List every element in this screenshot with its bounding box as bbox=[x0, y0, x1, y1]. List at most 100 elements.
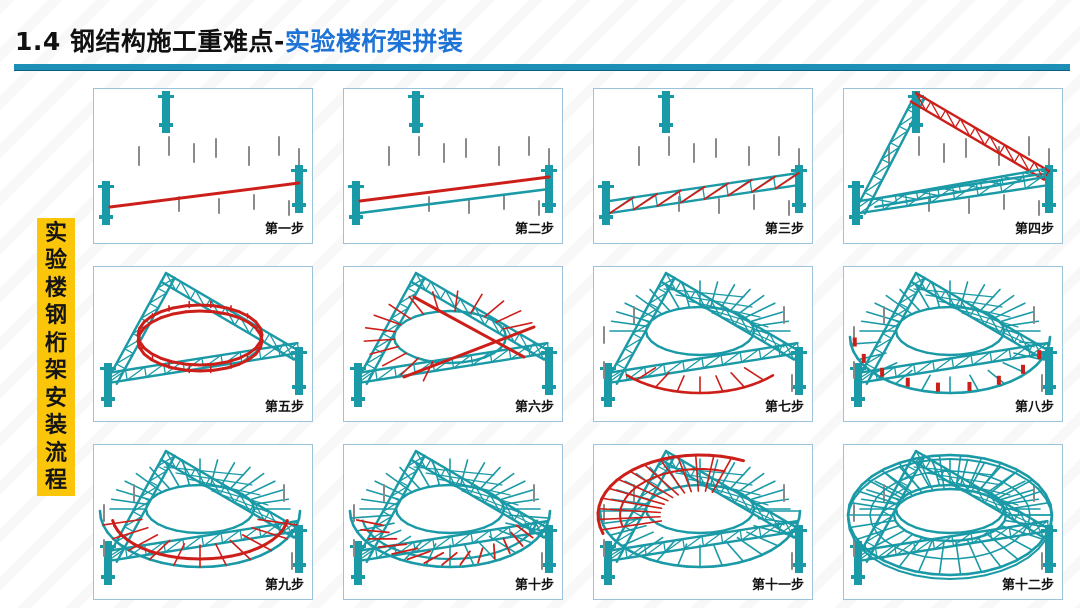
steel-radial bbox=[971, 285, 985, 309]
steel-truss-web bbox=[616, 364, 625, 369]
steel-radial bbox=[921, 375, 930, 390]
steel-truss-web bbox=[1028, 524, 1030, 534]
active-arc bbox=[709, 455, 721, 456]
steel-radial bbox=[362, 499, 397, 504]
active-ring bbox=[227, 358, 239, 362]
steel-ring bbox=[916, 528, 926, 531]
steel-truss-web bbox=[721, 533, 723, 543]
steel-radial bbox=[1019, 342, 1049, 344]
steel-ring bbox=[734, 524, 743, 528]
steel-arc bbox=[500, 555, 511, 559]
steel-truss-web bbox=[664, 542, 666, 552]
steel-truss-web bbox=[399, 303, 408, 308]
steel-ring bbox=[188, 532, 200, 533]
steel-radial bbox=[939, 541, 944, 575]
active-radial bbox=[677, 376, 684, 392]
steel-radial bbox=[112, 499, 147, 504]
steel-truss-web bbox=[702, 358, 704, 368]
steel-truss-web bbox=[145, 367, 147, 377]
steel-arc bbox=[1011, 377, 1021, 382]
active-post bbox=[1037, 350, 1041, 359]
steel-column-cap bbox=[350, 545, 366, 548]
steel-ring bbox=[908, 346, 917, 350]
steel-column-cap bbox=[100, 545, 116, 548]
steel-truss-web bbox=[126, 370, 128, 380]
steel-arc bbox=[968, 460, 985, 463]
steel-truss-web bbox=[1002, 177, 1003, 185]
active-ring bbox=[173, 312, 186, 314]
steel-arc bbox=[713, 565, 726, 566]
steel-ring bbox=[450, 532, 462, 533]
steel-truss-web bbox=[202, 358, 204, 368]
active-truss-chord bbox=[911, 102, 1044, 180]
steel-ring bbox=[505, 331, 506, 337]
active-ring bbox=[200, 305, 214, 306]
steel-truss-web bbox=[440, 290, 445, 299]
steel-truss-web bbox=[740, 530, 742, 540]
steel-column-base bbox=[792, 203, 806, 207]
active-radial bbox=[636, 368, 655, 380]
steel-column-base bbox=[851, 575, 865, 579]
steel-ring bbox=[915, 535, 926, 538]
steel-ring bbox=[427, 531, 438, 533]
active-ring bbox=[186, 311, 200, 312]
steel-column-cap bbox=[541, 169, 557, 172]
steel-ring bbox=[870, 506, 872, 515]
active-ring bbox=[161, 364, 173, 368]
steel-ring bbox=[915, 492, 926, 495]
steel-truss-web bbox=[980, 180, 981, 188]
steel-arc bbox=[162, 563, 174, 565]
steel-radial bbox=[721, 285, 735, 309]
active-radial bbox=[216, 544, 226, 565]
steel-ring bbox=[1004, 541, 1015, 548]
steel-truss-web bbox=[633, 512, 642, 517]
steel-column-cap bbox=[850, 367, 866, 370]
active-member bbox=[496, 311, 521, 322]
steel-ring bbox=[419, 556, 429, 558]
steel-truss-web bbox=[125, 349, 134, 354]
steel-ring bbox=[416, 528, 426, 531]
steel-arc bbox=[968, 571, 985, 574]
steel-truss-web bbox=[190, 290, 195, 299]
steel-column-cap bbox=[1041, 351, 1057, 354]
steel-truss-web bbox=[865, 192, 874, 197]
side-label-char: 实 bbox=[45, 220, 67, 248]
steel-truss-web bbox=[176, 282, 181, 291]
steel-ring bbox=[688, 532, 700, 533]
steel-ring bbox=[177, 531, 188, 533]
steel-ring bbox=[234, 524, 243, 528]
active-arc bbox=[727, 389, 736, 391]
steel-ring bbox=[666, 528, 676, 531]
steel-column-base bbox=[792, 385, 806, 389]
steel-column-base bbox=[292, 203, 306, 207]
steel-ring bbox=[688, 354, 700, 355]
steel-ring bbox=[474, 314, 485, 317]
side-label-char: 验 bbox=[45, 247, 67, 275]
step-panel-11: 第十一步 bbox=[593, 444, 813, 600]
steel-truss-web bbox=[890, 143, 899, 148]
steel-column-cap bbox=[291, 169, 307, 172]
steel-column-base bbox=[292, 563, 306, 567]
steel-radial bbox=[988, 371, 1004, 384]
steel-ring bbox=[158, 524, 167, 528]
steel-truss-web bbox=[664, 364, 666, 374]
steel-column-base bbox=[349, 215, 363, 219]
steel-column-base bbox=[351, 397, 365, 401]
step-panel-10: 第十步 bbox=[343, 444, 563, 600]
active-post bbox=[1021, 365, 1025, 374]
steel-truss-web bbox=[778, 346, 780, 356]
steel-truss-web bbox=[149, 303, 158, 308]
steel-truss-web bbox=[133, 512, 142, 517]
steel-ring bbox=[950, 532, 962, 533]
steel-arc bbox=[271, 545, 280, 551]
steel-arc bbox=[226, 563, 238, 565]
steel-column-cap bbox=[541, 351, 557, 354]
steel-ring bbox=[392, 548, 400, 551]
steel-mast-base bbox=[159, 123, 173, 127]
step-label-7: 第七步 bbox=[765, 396, 804, 415]
active-ring bbox=[200, 370, 214, 371]
active-ring bbox=[161, 358, 173, 362]
active-arc bbox=[682, 392, 691, 393]
steel-ring bbox=[974, 492, 985, 495]
steel-column-base bbox=[1042, 203, 1056, 207]
